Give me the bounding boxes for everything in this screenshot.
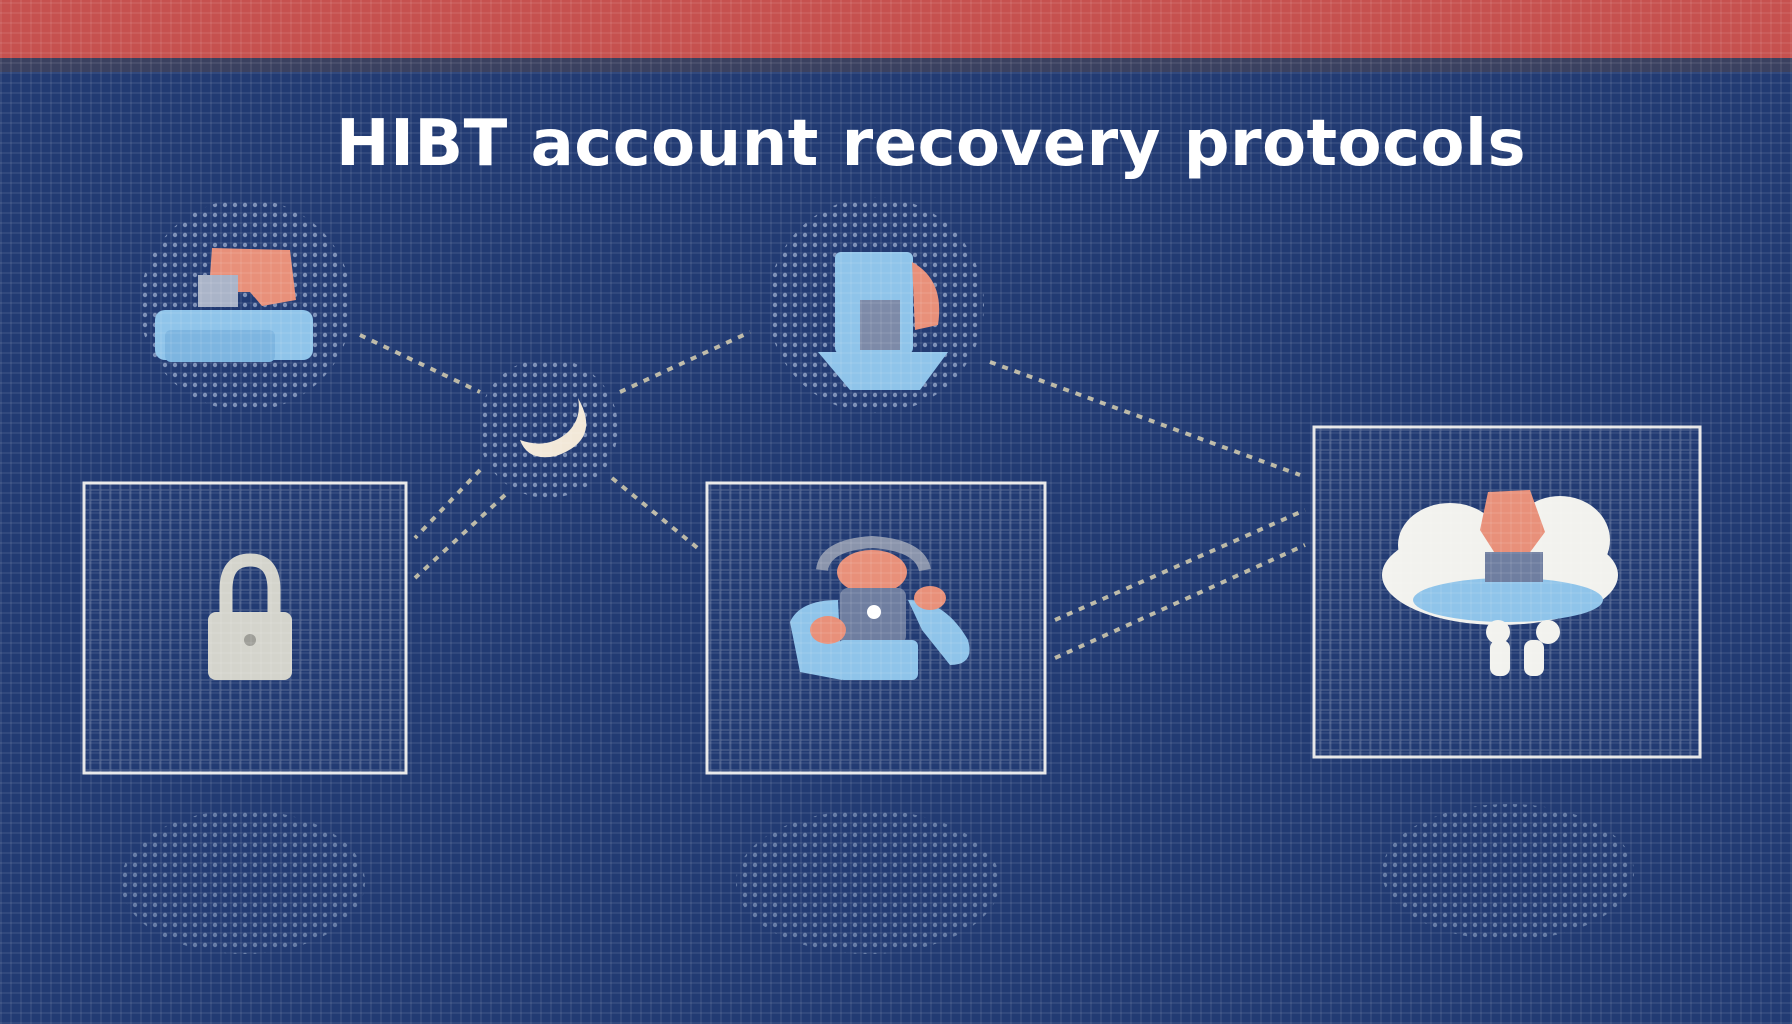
- connector-moon-headset: [610, 476, 702, 552]
- connector-moon-lock-a: [413, 468, 482, 540]
- connectors: [359, 330, 1306, 660]
- page-title: HIBT account recovery protocols: [336, 107, 1527, 181]
- connector-phone-cloud: [989, 360, 1301, 477]
- person-with-headset-icon: [790, 535, 970, 680]
- connector-laptop-moon: [359, 333, 481, 394]
- node-phone: [768, 197, 984, 413]
- person-using-phone-icon: [818, 252, 948, 390]
- connector-moon-phone: [619, 330, 751, 394]
- node-cloud: [1312, 425, 1702, 759]
- hand-on-laptop-icon: [155, 248, 313, 362]
- padlock-icon: [208, 553, 292, 680]
- crescent-moon-icon: [520, 398, 587, 458]
- top-band-shadow: [0, 58, 1792, 72]
- node-lock: [82, 481, 408, 775]
- connector-headset-cloud-a: [1054, 508, 1306, 622]
- person-in-cloud-icon: [1382, 490, 1618, 676]
- node-headset: [705, 481, 1047, 775]
- node-laptop: [140, 199, 352, 411]
- placeholder-blob-middle: [736, 810, 1000, 954]
- placeholder-blob-right: [1382, 804, 1634, 940]
- top-band: [0, 0, 1792, 58]
- placeholder-blob-left: [121, 810, 365, 954]
- node-moon: [478, 358, 618, 498]
- connector-moon-lock-b: [413, 493, 507, 580]
